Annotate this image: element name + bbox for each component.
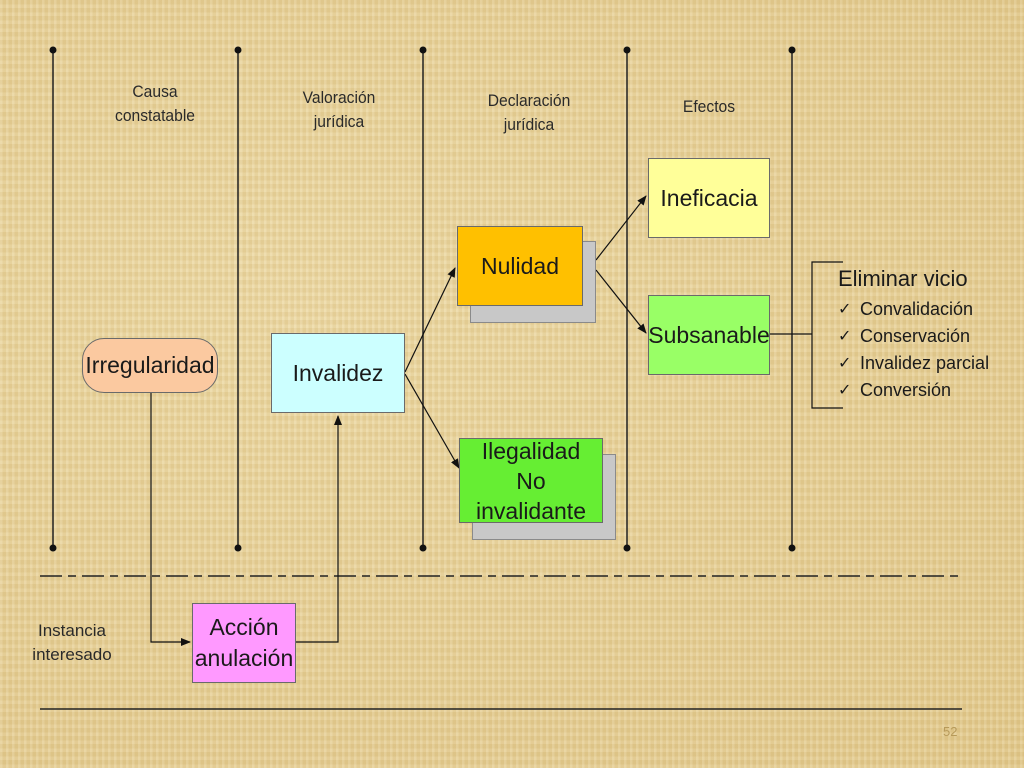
effects-bracket (811, 261, 843, 409)
checkmark-icon: ✓ (838, 328, 852, 345)
node-irregularidad-label: Irregularidad (85, 352, 215, 378)
connectors (150, 195, 843, 646)
effects-item: ✓ Conservación (838, 323, 989, 350)
arrow-accion-to-invalidez (296, 415, 342, 643)
separator-dots (49, 46, 796, 552)
effects-item: ✓ Invalidez parcial (838, 350, 989, 377)
node-ineficacia-label: Ineficacia (660, 184, 758, 211)
node-accion-line1: Acción (209, 614, 279, 640)
effects-items: ✓ Convalidación ✓ Conservación ✓ Invalidez … (838, 296, 989, 404)
node-ineficacia: Ineficacia (648, 158, 770, 238)
arrow-nulidad-to-subsanable (595, 269, 647, 334)
label-instancia-interesado: Instancia interesado (32, 621, 112, 664)
page-number: 52 (943, 724, 958, 739)
effects-list: Eliminar vicio ✓ Convalidación ✓ Conservac… (838, 264, 989, 404)
header-causa-constatable: Causa constatable (114, 82, 195, 125)
effects-item: ✓ Conversión (838, 377, 989, 404)
effects-item-label: Conversión (860, 380, 952, 400)
header-efectos: Efectos (682, 97, 736, 116)
effects-item-label: Conservación (860, 326, 971, 346)
arrow-nulidad-to-ineficacia (595, 195, 647, 261)
node-ilegalidad-line1: Ilegalidad (481, 437, 581, 464)
arrow-irregularidad-to-accion (150, 393, 191, 646)
node-ilegalidad-line2: No invalidante (476, 467, 586, 524)
header-declaracion-juridica: Declaración jurídica (487, 91, 571, 134)
effects-item: ✓ Convalidación (838, 296, 989, 323)
column-separators (52, 50, 793, 548)
node-accion-anulacion: Acción anulación (192, 603, 296, 683)
node-subsanable: Subsanable (648, 295, 770, 375)
node-irregularidad: Irregularidad (82, 338, 218, 393)
effects-item-label: Convalidación (860, 299, 974, 319)
node-invalidez: Invalidez (271, 333, 405, 413)
node-ilegalidad: Ilegalidad No invalidante (459, 437, 603, 524)
node-nulidad: Nulidad (457, 226, 583, 306)
node-nulidad-label: Nulidad (481, 252, 559, 279)
arrow-invalidez-to-nulidad (404, 267, 456, 373)
node-subsanable-label: Subsanable (648, 321, 770, 348)
node-accion-line2: anulación (194, 645, 294, 671)
header-valoracion-juridica: Valoración jurídica (302, 88, 376, 131)
effects-title: Eliminar vicio (838, 266, 968, 291)
node-invalidez-label: Invalidez (292, 359, 384, 386)
arrow-invalidez-to-ilegalidad (404, 373, 460, 469)
effects-item-label: Invalidez parcial (860, 353, 990, 373)
checkmark-icon: ✓ (838, 382, 852, 399)
checkmark-icon: ✓ (838, 355, 852, 372)
checkmark-icon: ✓ (838, 301, 852, 318)
